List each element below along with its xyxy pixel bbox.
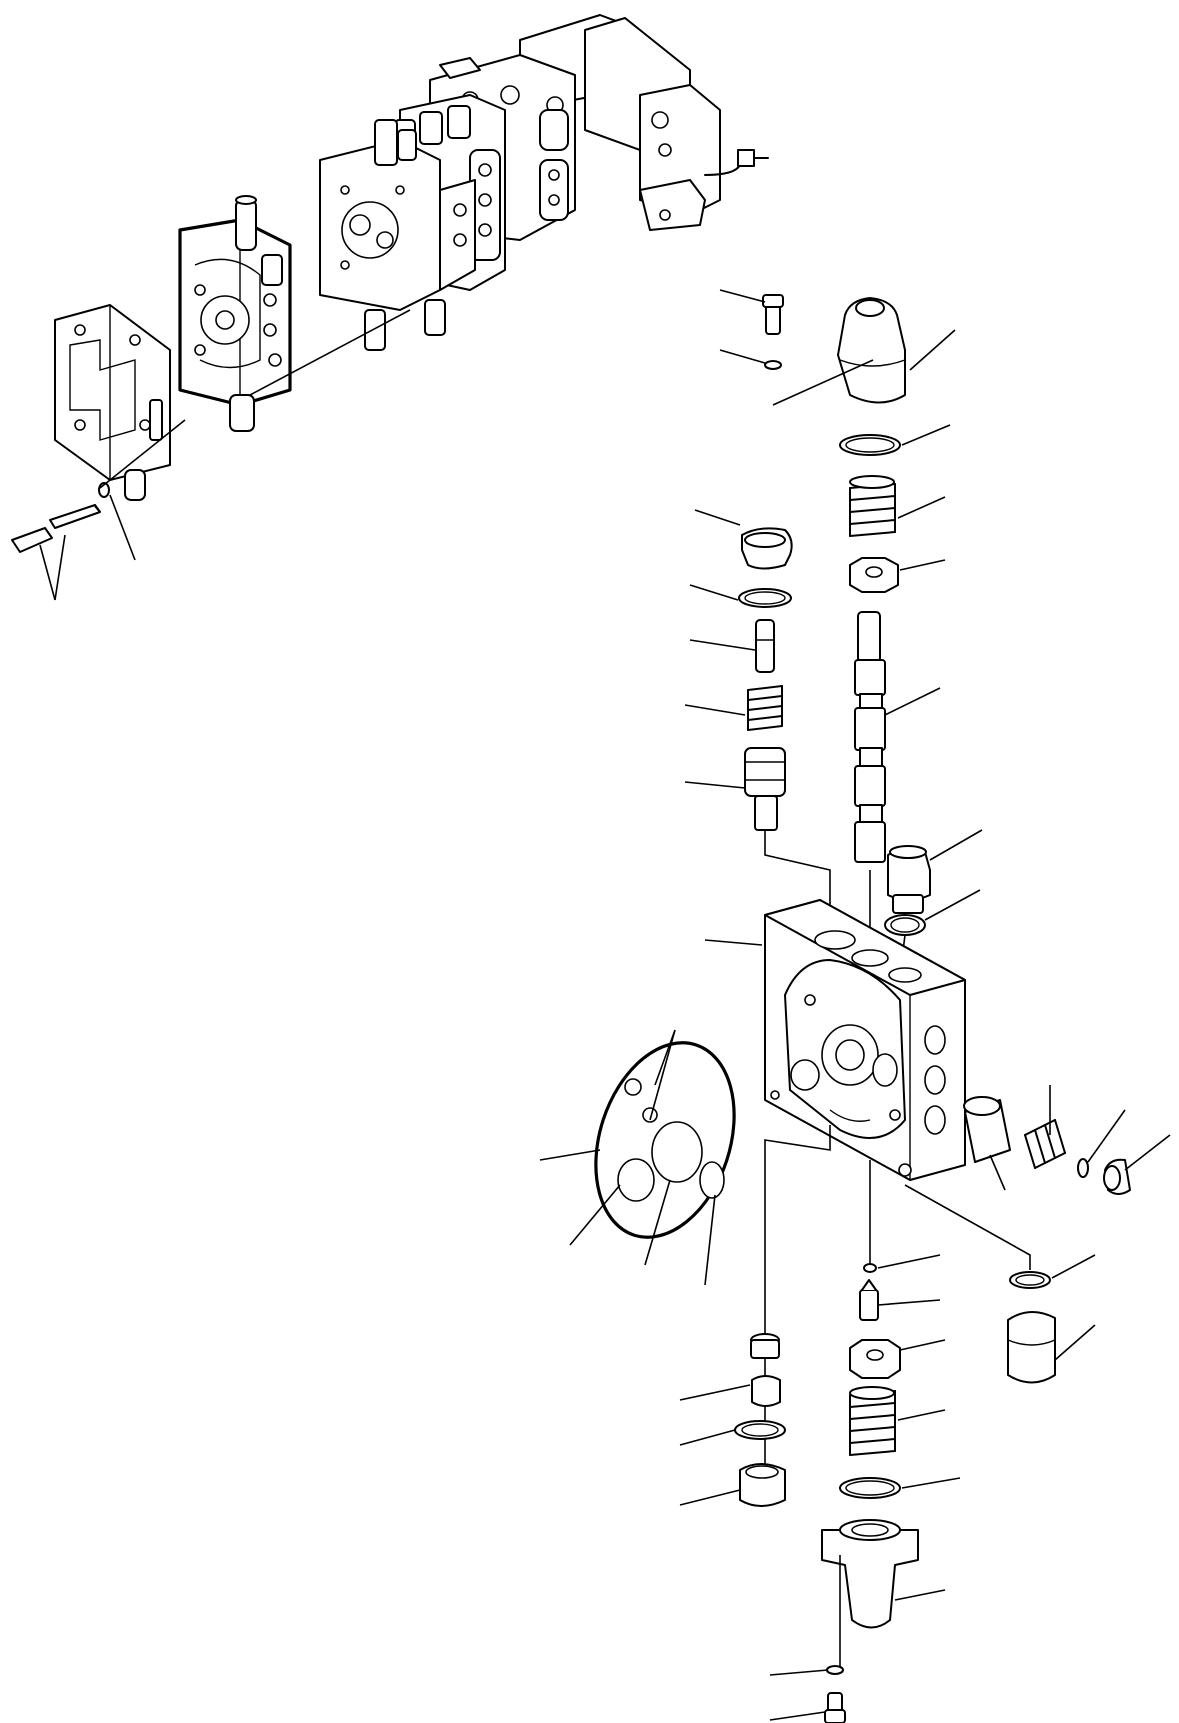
spool-stack-lower (769, 1254, 961, 1723)
valve-bank-assembly (11, 14, 769, 601)
check-valve-stack-upper (684, 509, 831, 935)
relief-plug-lower (1007, 1254, 1096, 1384)
gasket-plate (539, 1029, 736, 1286)
valve-body (704, 899, 1031, 1500)
check-valve-stack-lower (679, 1333, 786, 1507)
side-plunger-group (963, 1085, 1171, 1195)
tie-bolt-parts (11, 482, 110, 553)
spool-stack-upper (719, 289, 956, 945)
